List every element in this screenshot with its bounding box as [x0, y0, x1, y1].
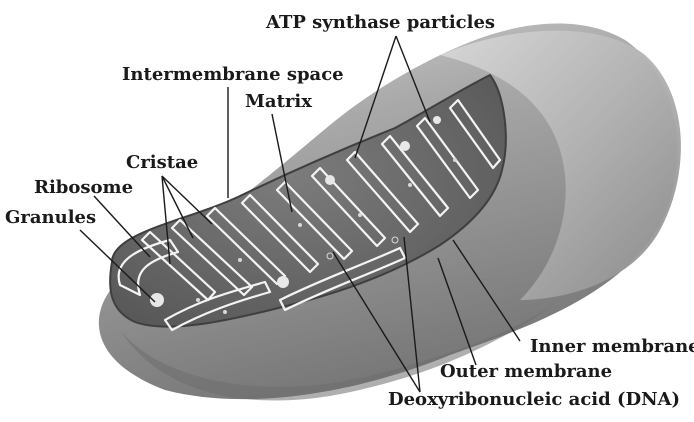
label-outer-membrane: Outer membrane — [440, 361, 612, 382]
label-inner-membrane: Inner membrane — [530, 336, 694, 357]
label-matrix: Matrix — [245, 91, 312, 112]
label-atp-synthase-particles: ATP synthase particles — [265, 12, 495, 33]
label-ribosome: Ribosome — [34, 177, 133, 198]
label-granules: Granules — [5, 207, 96, 228]
label-intermembrane-space: Intermembrane space — [122, 64, 344, 85]
label-cristae: Cristae — [126, 152, 198, 173]
label-dna: Deoxyribonucleic acid (DNA) — [388, 389, 680, 410]
